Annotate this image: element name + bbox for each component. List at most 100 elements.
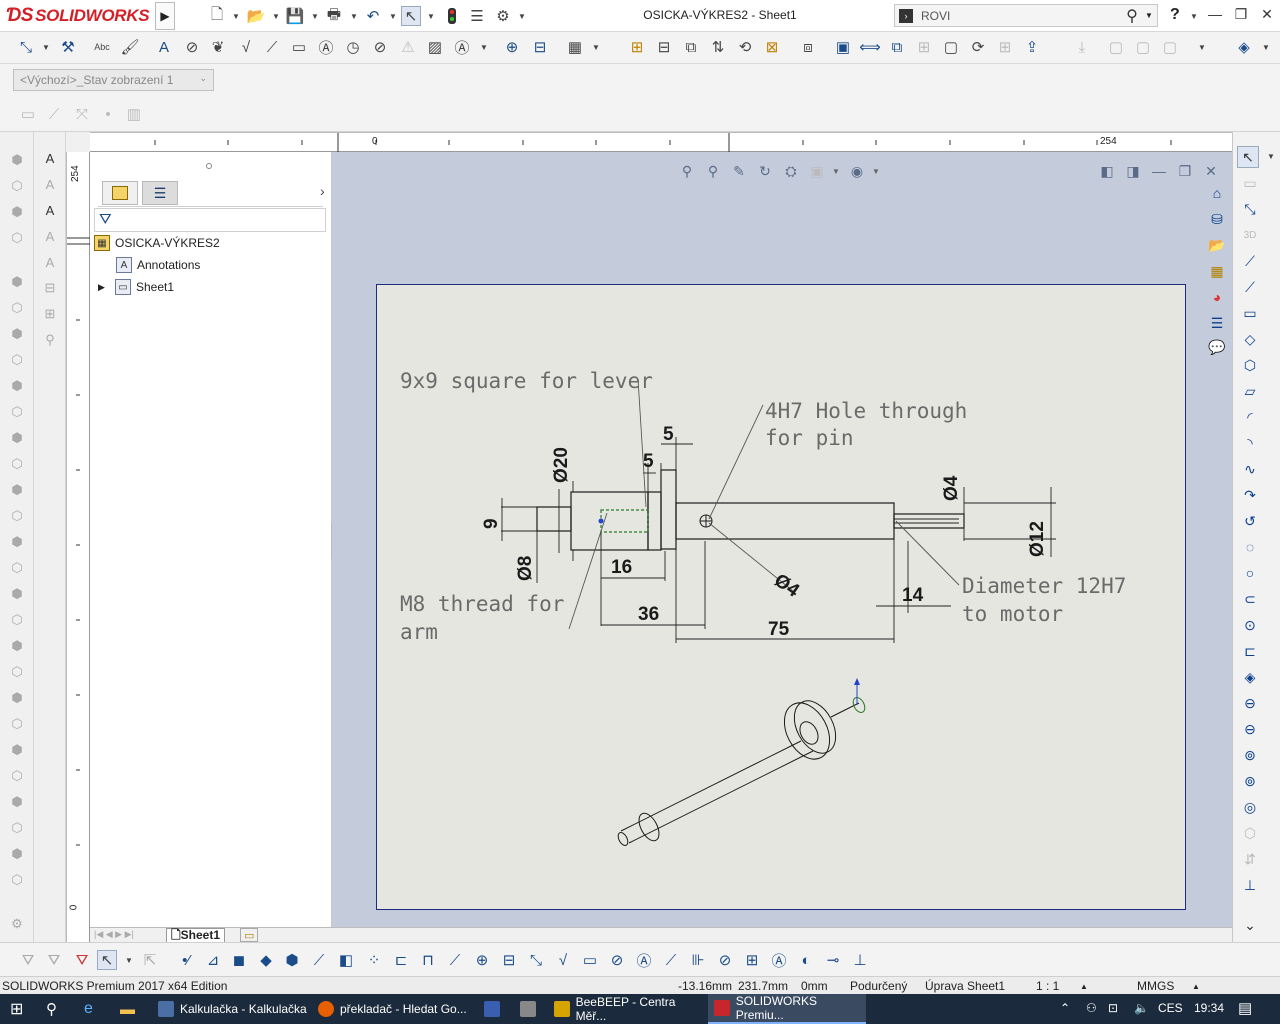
tray-network-icon[interactable]: ⊡ xyxy=(1108,1001,1119,1015)
dim-16[interactable]: 16 xyxy=(611,557,632,578)
open-icon[interactable]: 📂 xyxy=(246,8,266,25)
home-icon[interactable]: ⌂ xyxy=(1212,185,1222,201)
dimension-dropdown-icon[interactable]: ▼ xyxy=(42,43,50,52)
filter-select-dropdown-icon[interactable]: ▼ xyxy=(125,956,133,965)
fillet-icon[interactable]: ⬡ xyxy=(11,300,23,315)
circle-tool-icon[interactable]: ◌ xyxy=(1245,539,1255,555)
filter-datum-target-icon[interactable]: ⊘ xyxy=(718,952,732,969)
centerline-icon[interactable]: ⊟ xyxy=(533,39,547,56)
filter-icon[interactable]: ⛛ xyxy=(99,211,112,228)
appearances-icon[interactable]: ◕ xyxy=(1212,289,1222,305)
scale-status[interactable]: 1 : 1 xyxy=(1036,979,1060,993)
hole-callout-icon[interactable]: ▭ xyxy=(291,39,307,56)
filter-surface-finish-icon[interactable]: √ xyxy=(558,951,568,969)
print-icon[interactable]: 🖶 xyxy=(326,5,342,23)
tree-item-sheet1[interactable]: ▶ ▭ Sheet1 xyxy=(98,277,174,297)
tray-network-app-icon[interactable]: ⚇ xyxy=(1086,1001,1097,1015)
repair-tool-icon[interactable]: ⇵ xyxy=(1244,850,1256,867)
drawing-sheet[interactable]: 9x9 square for lever 4H7 Hole through fo… xyxy=(376,284,1186,910)
filter-midpoints-icon[interactable]: ⟋ xyxy=(449,951,461,969)
display-style-dropdown-icon[interactable]: ▼ xyxy=(832,167,840,176)
sketch-icon[interactable]: ▭ xyxy=(20,106,36,123)
perimeter-circle-icon[interactable]: ○ xyxy=(1245,565,1255,581)
filter-dimensions-icon[interactable]: ⤡ xyxy=(529,951,542,969)
section-view-icon[interactable]: ⟲ xyxy=(738,39,752,56)
relations-icon[interactable]: ⊖ xyxy=(1244,694,1256,711)
display-style-icon[interactable]: ▣ xyxy=(810,162,824,179)
undo-icon[interactable]: ↶ xyxy=(366,8,380,25)
projected-view-icon[interactable]: ⧉ xyxy=(685,38,697,56)
indent-icon[interactable]: ⬢ xyxy=(11,846,23,861)
cut-icon[interactable]: ⬢ xyxy=(11,274,23,289)
solidworks-logo[interactable]: ƊS SOLIDWORKS xyxy=(6,4,150,28)
custom-properties-icon[interactable]: ☰ xyxy=(1210,314,1224,331)
note-lock-icon[interactable]: ⊟ xyxy=(44,280,56,295)
taskbar-save-icon[interactable] xyxy=(478,994,512,1024)
centerline-tool-icon[interactable]: ⟋ xyxy=(1245,278,1255,295)
chevron-right-icon[interactable]: › xyxy=(320,183,325,199)
filter-blocks-icon[interactable]: Ⓐ xyxy=(771,952,787,970)
select-icon[interactable]: ↖ xyxy=(401,6,421,26)
dim-5-mid[interactable]: 5 xyxy=(643,451,654,472)
filter-planes-icon[interactable]: ◧ xyxy=(338,952,354,969)
offset-icon[interactable]: ⊂ xyxy=(1244,590,1256,607)
viewport-split-icon[interactable]: ◧ xyxy=(1100,162,1114,179)
move-tool-icon[interactable]: ◎ xyxy=(1243,798,1257,815)
filter-balloons-icon[interactable]: ⊘ xyxy=(610,952,624,969)
filter-sketch-points-icon[interactable]: ⊓ xyxy=(422,952,434,969)
filter-notes-icon[interactable]: Ⓐ xyxy=(636,952,652,970)
update-views-icon[interactable]: ⇪ xyxy=(1025,39,1039,56)
point-icon[interactable]: ⤧ xyxy=(75,105,88,123)
rebuild-icon[interactable] xyxy=(442,6,462,26)
smart-dimension-icon[interactable]: ⤡ xyxy=(19,38,32,56)
taskbar-app-beebeep[interactable]: BeeBEEP - Centra Měř... xyxy=(548,994,706,1024)
file-explorer-taskbar-icon[interactable]: ▬ xyxy=(120,1000,135,1018)
convert-icon[interactable]: ⊙ xyxy=(1244,616,1256,633)
note-diameter-2[interactable]: to motor xyxy=(962,602,1063,626)
options-gear-icon[interactable]: ⚙ xyxy=(496,8,510,25)
detail-view-icon[interactable]: ⊠ xyxy=(765,39,779,56)
forum-icon[interactable]: 💬 xyxy=(1208,338,1226,355)
filter-surfaces-icon[interactable]: ◆ xyxy=(260,952,272,969)
design-library-icon[interactable]: ⛁ xyxy=(1211,210,1223,227)
filter-vertices-icon[interactable]: •⁄ xyxy=(182,951,190,969)
smart-dim-icon[interactable]: ⤡ xyxy=(1244,200,1256,217)
windows-start-icon[interactable]: ⊞ xyxy=(10,1001,24,1018)
hide-show-dropdown-icon[interactable]: ▼ xyxy=(872,167,880,176)
note-square[interactable]: 9x9 square for lever xyxy=(400,369,653,393)
dim-dia4-right[interactable]: Ø4 xyxy=(941,475,962,501)
spline-tool-icon[interactable]: ∿ xyxy=(1244,460,1256,477)
area-hatch-icon[interactable]: ▨ xyxy=(427,39,443,56)
file-explorer-icon[interactable]: 📂 xyxy=(1208,236,1226,253)
filter-faces-icon[interactable]: ◼ xyxy=(232,952,246,969)
open-dropdown-icon[interactable]: ▼ xyxy=(272,12,280,21)
view-settings-icon[interactable]: ⛭ xyxy=(785,162,797,179)
menu-expand-arrow[interactable]: ▶ xyxy=(155,2,175,30)
edge-icon[interactable]: e xyxy=(84,1000,93,1017)
print-dropdown-icon[interactable]: ▼ xyxy=(350,12,358,21)
filter-edges-icon[interactable]: ⊿ xyxy=(206,952,220,969)
note-linked-icon[interactable]: A xyxy=(45,176,55,192)
flex-icon[interactable]: ⬢ xyxy=(11,794,23,809)
pattern-icon[interactable]: ⬢ xyxy=(11,482,23,497)
dim-5-top[interactable]: 5 xyxy=(663,424,674,445)
select-dropdown-icon[interactable]: ▼ xyxy=(427,12,435,21)
zoom-to-area-icon[interactable]: ⚲ xyxy=(707,162,719,179)
tables-icon[interactable]: ▦ xyxy=(567,39,583,56)
split-icon[interactable]: ⬢ xyxy=(11,638,23,653)
extend-icon[interactable]: ◈ xyxy=(1244,668,1256,685)
note-thread-1[interactable]: M8 thread for xyxy=(400,592,564,616)
surface-finish-icon[interactable]: √ xyxy=(241,38,251,56)
filter-clear-icon[interactable]: ⛛ xyxy=(47,951,61,969)
filter-centerline-icon[interactable]: ⊟ xyxy=(502,952,516,969)
tray-volume-icon[interactable]: 🔈 xyxy=(1134,1001,1149,1015)
wrap-icon[interactable]: ⬢ xyxy=(11,430,23,445)
filter-all-icon[interactable]: ⛛ xyxy=(75,951,89,969)
filter-datum-icon[interactable]: ⊪ xyxy=(691,952,705,969)
display-state-select[interactable]: <Výchozí>_Stav zobrazení 1 ⌄ xyxy=(13,69,214,91)
view-palette-icon[interactable]: ▦ xyxy=(1210,262,1224,279)
expand-arrow-icon[interactable]: ▶ xyxy=(98,281,105,292)
instant3d-icon[interactable]: ⬡ xyxy=(11,612,23,627)
polygon-tool-icon[interactable]: ⬡ xyxy=(1243,356,1257,373)
panel-splitter-handle[interactable] xyxy=(206,163,212,169)
